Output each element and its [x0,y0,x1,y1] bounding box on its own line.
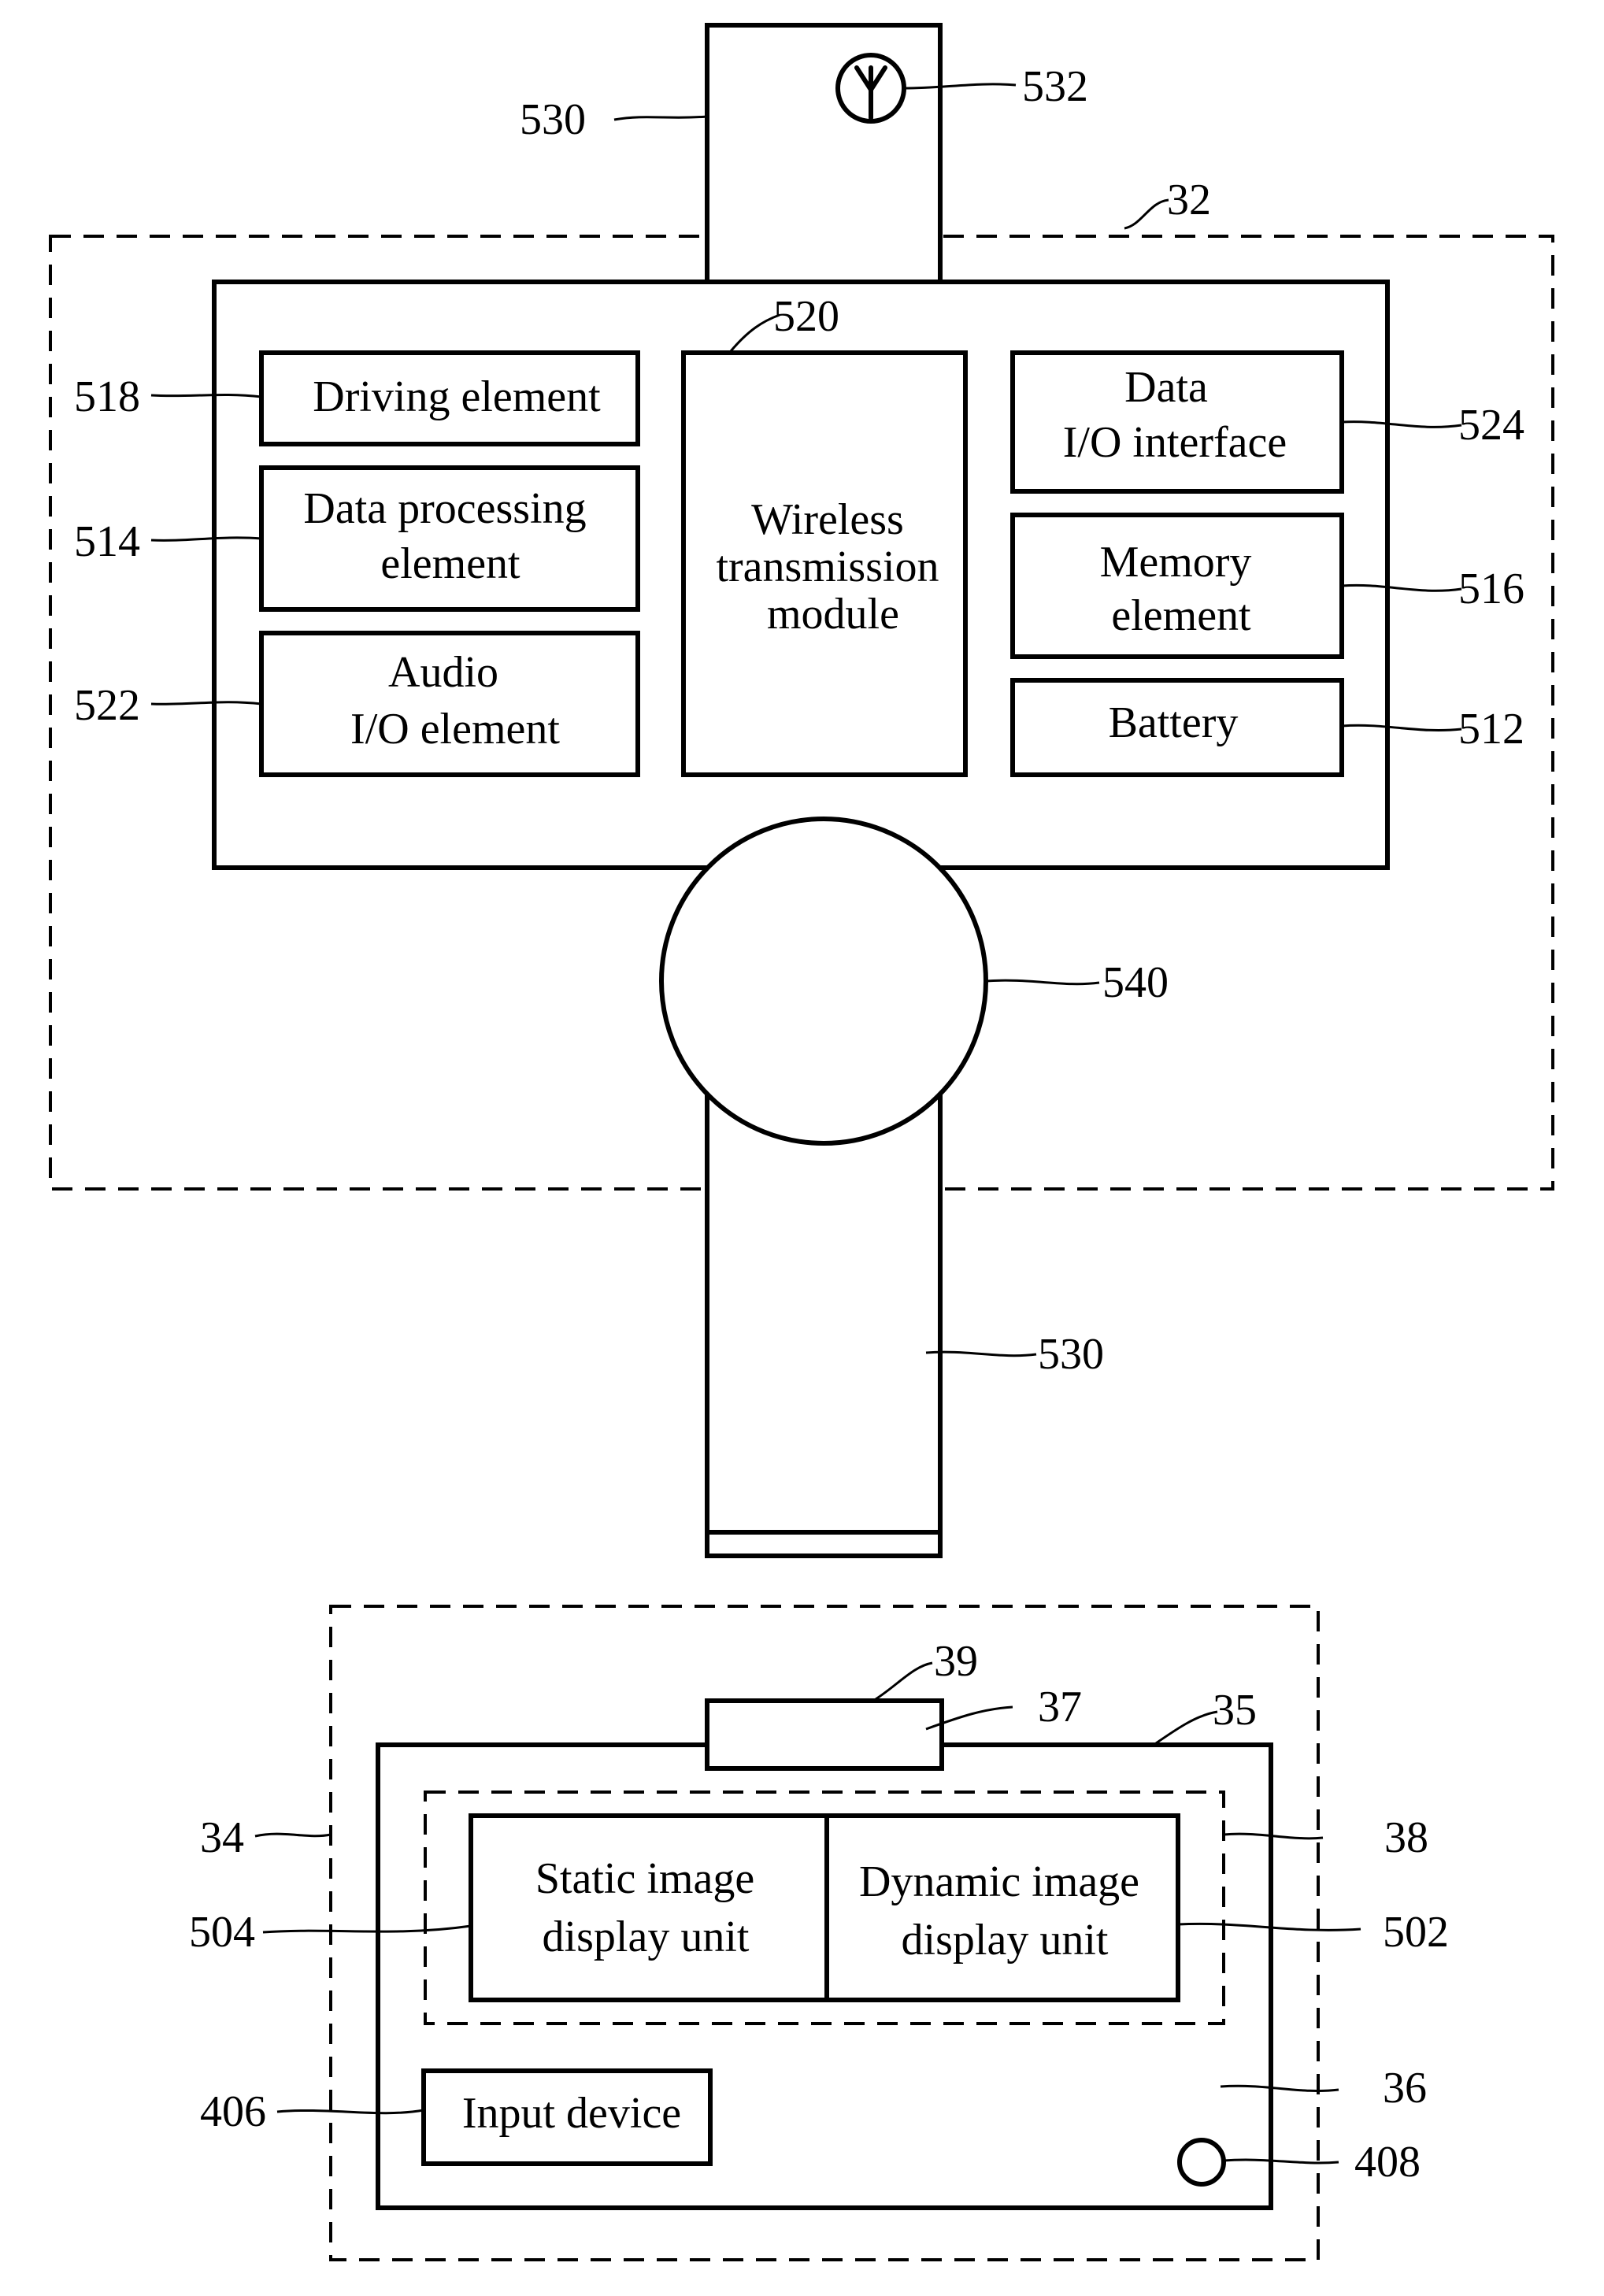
leader-39 [876,1663,932,1699]
ref-label-530-top: 530 [520,95,586,144]
battery-text: Battery [1109,698,1239,747]
ref-label-522: 522 [74,681,140,730]
ref-label-34: 34 [200,1813,244,1862]
ref-label-32: 32 [1167,176,1211,224]
driving-element-text: Driving element [313,372,601,421]
ref-label-532: 532 [1022,62,1088,111]
input-device-text: Input device [462,2089,681,2138]
button-408 [1180,2140,1224,2184]
leader-530-top [614,117,707,120]
leader-32 [1124,200,1169,228]
leader-35 [1156,1712,1217,1743]
ref-label-35: 35 [1213,1686,1257,1735]
ref-label-516: 516 [1458,565,1524,613]
leader-518 [151,394,261,397]
ref-label-512: 512 [1458,705,1524,754]
ref-label-408: 408 [1354,2138,1421,2187]
ref-label-36: 36 [1383,2064,1427,2113]
round-element-540 [661,819,986,1143]
component-37 [707,1701,942,1768]
leader-34 [255,1834,331,1836]
top-strap-530 [707,25,940,285]
ref-label-37: 37 [1038,1683,1082,1731]
ref-label-530-bottom: 530 [1038,1330,1104,1379]
bottom-strap-530 [707,1079,940,1556]
ref-label-540: 540 [1102,958,1169,1007]
leader-540 [986,980,1099,984]
ref-label-504: 504 [189,1908,255,1957]
ref-label-524: 524 [1458,401,1524,450]
ref-label-38: 38 [1384,1813,1428,1862]
ref-label-39: 39 [934,1637,978,1686]
ref-label-406: 406 [200,2087,266,2136]
ref-label-520: 520 [773,292,839,341]
ref-label-518: 518 [74,372,140,421]
ref-label-502: 502 [1383,1908,1449,1957]
ref-label-514: 514 [74,517,140,566]
